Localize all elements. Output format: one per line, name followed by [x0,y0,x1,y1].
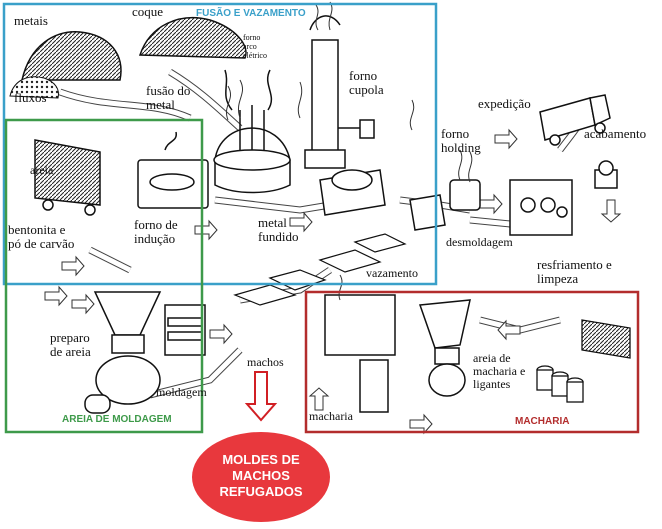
macharia-frame [304,290,640,434]
label-forno-holding: forno holding [441,126,481,155]
label-vazamento: vazamento [366,266,418,280]
cupola-furnace [304,15,375,169]
sand-hopper-car [34,139,101,216]
label-desmoldagem: desmoldagem [446,235,513,249]
electric-arc-furnace [213,69,291,194]
fusao-vazamento-frame [2,2,438,286]
down-arrow [244,371,278,422]
areia-section-title: AREIA DE MOLDAGEM [62,414,172,425]
label-preparo-areia: preparo de areia [50,330,91,359]
mould-boxes [233,233,407,306]
label-forno-arco: forno arco elétrico [243,33,267,60]
shipping-truck [539,94,611,146]
label-areia: areia [30,163,54,177]
label-expedicao: expedição [478,96,531,111]
binder-drums [536,365,584,403]
core-stack [581,319,631,359]
label-bentonita: bentonita e pó de carvão [8,222,75,251]
finishing-grinder [594,160,618,189]
flow-conveyors [58,68,594,399]
label-forno-cupola: forno cupola [349,68,384,97]
label-moldagem: moldagem [156,385,207,399]
label-fusao-metal: fusão do metal [146,83,191,112]
shakeout-unit [409,194,446,231]
core-machine [324,294,396,413]
induction-furnace [137,131,209,209]
refugados-callout [192,432,330,522]
coque-pile [138,16,247,59]
label-acabamento: acabamento [584,126,647,141]
metais-pile [21,31,122,81]
label-metal-fundido: metal fundido [258,215,299,244]
macharia-section-title: MACHARIA [515,416,570,427]
label-areia-macharia: areia de macharia e ligantes [473,351,526,391]
label-macharia: macharia [309,409,353,423]
label-coque: coque [132,4,164,19]
moulding-machine [164,304,206,356]
label-fluxos: fluxos [14,90,47,105]
label-resfriamento: resfriamento e limpeza [537,257,612,286]
label-forno-inducao: forno de indução [134,217,178,246]
sand-preparation-mixer [84,291,162,414]
fusao-section-title: FUSÃO E VAZAMENTO [196,8,306,19]
flow-arrows [44,128,622,435]
label-machos: machos [247,355,284,369]
fluxos-pile [9,76,59,99]
holding-furnace [319,169,481,216]
core-sand-hopper [418,299,471,397]
cooling-cleaning-unit [509,179,573,236]
areia-moldagem-frame [4,118,204,434]
label-metais: metais [14,13,48,28]
refugados-callout-text: MOLDES DE MACHOS REFUGADOS [219,452,303,499]
